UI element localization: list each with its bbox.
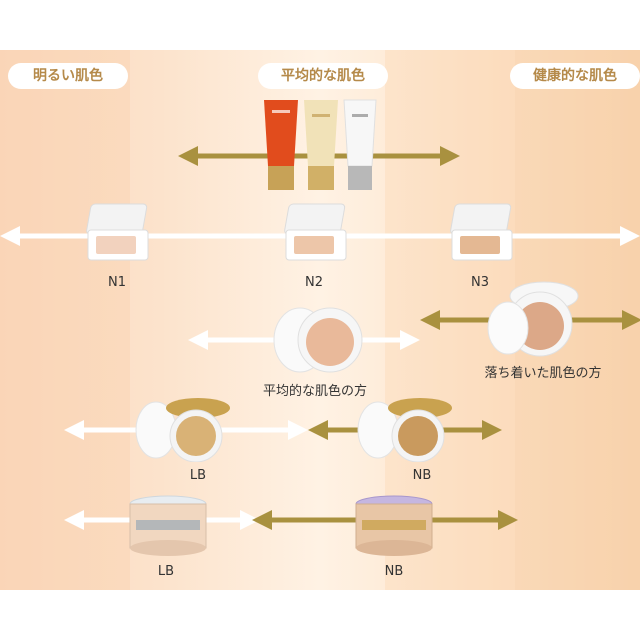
compact-n2 (284, 203, 347, 261)
compact-label-n3: N3 (471, 275, 489, 290)
header-light: 明るい肌色 (8, 63, 128, 89)
cream-jar-nb (355, 495, 433, 556)
gold-cushion-lb (135, 398, 230, 462)
compact-label-n2: N2 (305, 275, 323, 290)
light-zone (0, 50, 130, 590)
compact-n3 (450, 203, 513, 261)
header-healthy: 健康的な肌色 (510, 63, 640, 89)
cream-label-nb: NB (384, 564, 404, 579)
cushion-label-calm: 落ち着いた肌色の方 (484, 366, 602, 381)
powder-label-lb: LB (189, 468, 207, 483)
powder-label-nb: NB (412, 468, 432, 483)
bb-cream-tubes (264, 99, 377, 190)
compact-label-n1: N1 (108, 275, 126, 290)
header-average: 平均的な肌色 (258, 63, 388, 89)
cushion-calm (487, 281, 579, 357)
cushion-average (273, 307, 363, 373)
cream-label-lb: LB (157, 564, 175, 579)
compact-n1 (86, 203, 149, 261)
cushion-label-average: 平均的な肌色の方 (262, 384, 367, 399)
gold-cushion-nb (357, 398, 452, 462)
cream-jar-lb (129, 495, 207, 556)
